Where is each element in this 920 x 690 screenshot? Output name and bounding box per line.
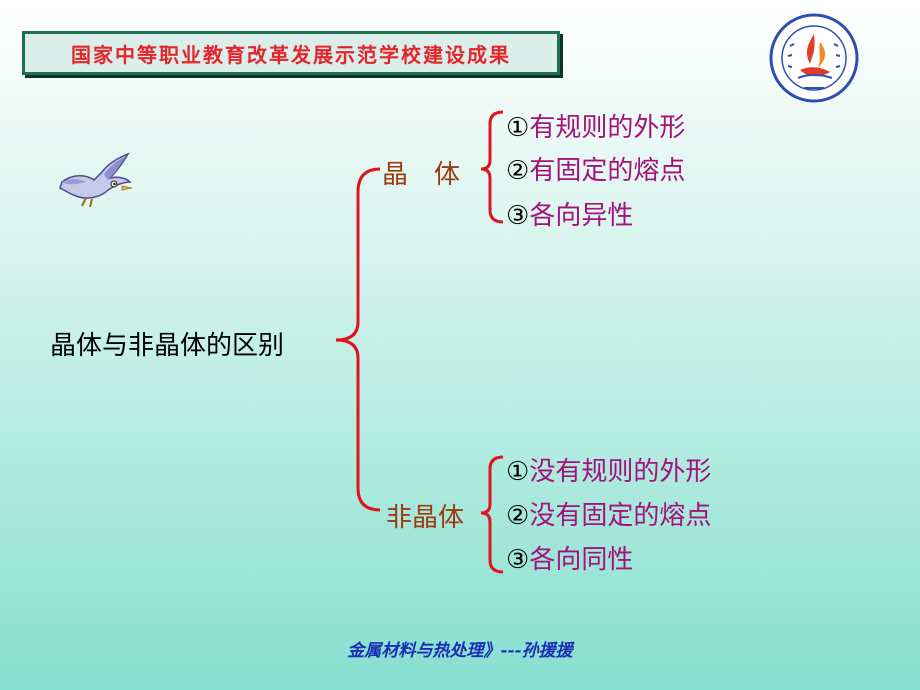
crystal-item: ③各向异性 [506, 195, 633, 232]
school-logo-icon [769, 13, 859, 103]
crystal-item: ①有规则的外形 [506, 107, 685, 144]
crystal-item: ②有固定的熔点 [506, 150, 685, 187]
banner-title: 国家中等职业教育改革发展示范学校建设成果 [71, 42, 511, 67]
branch-crystal-label: 晶体 [382, 160, 487, 190]
footer-credit: 金属材料与热处理》---孙援援 [347, 641, 573, 661]
item-number: ③ [506, 545, 530, 575]
amorphous-brace [480, 455, 504, 574]
main-topic: 晶体与非晶体的区别 [50, 331, 285, 361]
item-number: ① [506, 113, 530, 143]
branch-amorphous-label: 非晶体 [386, 503, 465, 533]
item-text: 各向同性 [529, 545, 634, 575]
item-text: 没有规则的外形 [529, 457, 712, 487]
main-brace [335, 167, 381, 512]
amorphous-item: ①没有规则的外形 [506, 451, 711, 488]
item-number: ② [506, 156, 530, 186]
item-number: ② [506, 501, 530, 531]
item-text: 各向异性 [529, 201, 634, 231]
amorphous-item: ②没有固定的熔点 [506, 495, 711, 532]
bird-icon [59, 152, 133, 208]
item-text: 没有固定的熔点 [529, 501, 712, 531]
amorphous-item: ③各向同性 [506, 539, 633, 576]
item-text: 有规则的外形 [529, 113, 686, 143]
item-text: 有固定的熔点 [529, 156, 686, 186]
item-number: ③ [506, 201, 530, 231]
item-number: ① [506, 457, 530, 487]
header-banner: 国家中等职业教育改革发展示范学校建设成果 [22, 31, 560, 75]
